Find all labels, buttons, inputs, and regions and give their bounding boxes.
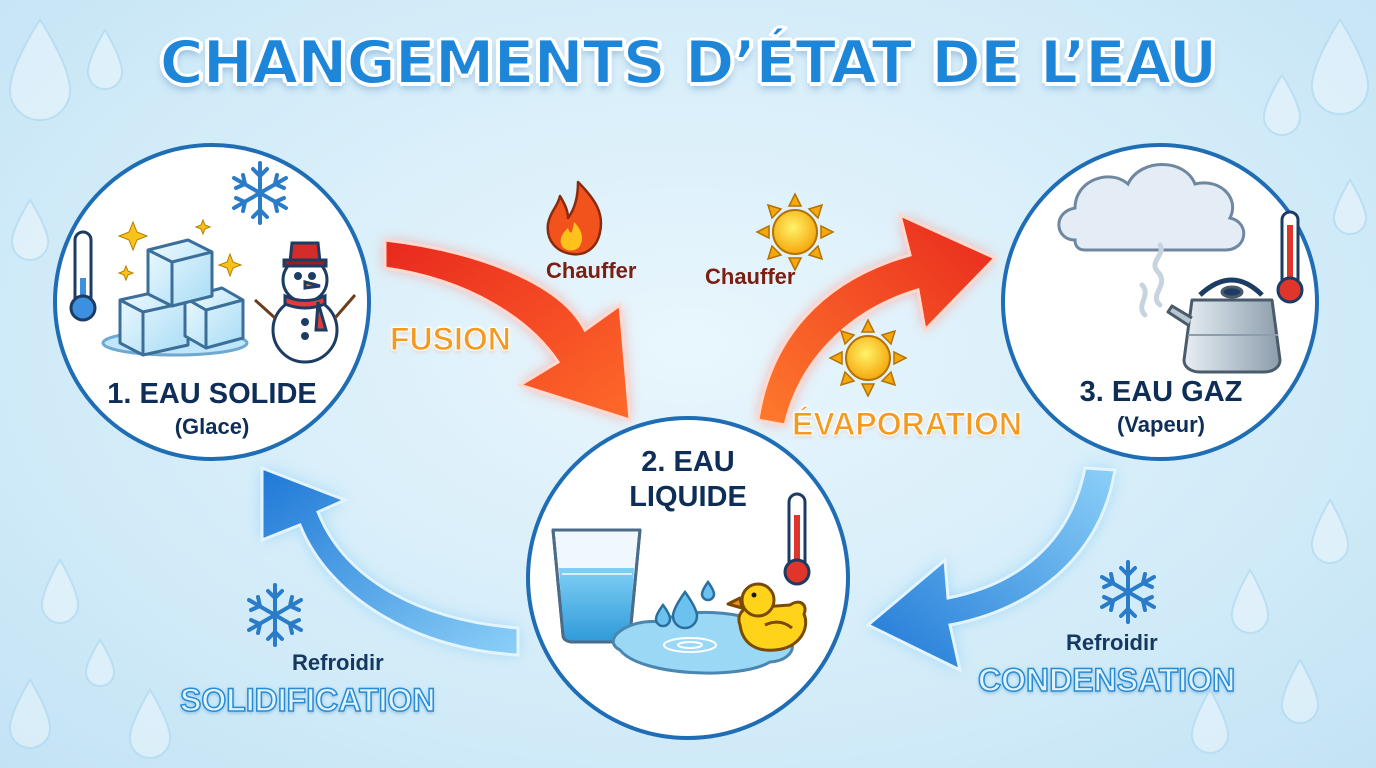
- arrow-fusion: [383, 238, 632, 423]
- arrow-evaporation: [756, 212, 998, 427]
- condensation-action-label: Refroidir: [1066, 630, 1158, 655]
- water-drop-icon: [1230, 568, 1270, 634]
- water-drop-icon: [1262, 73, 1302, 136]
- water-drop-icon: [1310, 498, 1350, 564]
- water-drop-icon: [1310, 18, 1370, 115]
- fusion-action-label: Chauffer: [546, 258, 637, 283]
- snowflake-icon: [232, 161, 288, 225]
- steam-icon: [1139, 242, 1165, 318]
- arrow-condensation: [865, 466, 1117, 673]
- water-drop-icon: [10, 198, 50, 261]
- water-drop-icon: [8, 18, 72, 121]
- sun-icon: [755, 192, 835, 272]
- solidification-action-label: Refroidir: [292, 650, 384, 675]
- evaporation-action-label: Chauffer: [705, 264, 796, 289]
- kettle-icon: [1166, 277, 1282, 374]
- snowflake-icon: [247, 583, 303, 647]
- ice-cubes-icon: [101, 238, 249, 357]
- sparkle-icons: [117, 218, 243, 282]
- state-gas-sub: (Vapeur): [1116, 412, 1206, 437]
- water-drop-icon: [128, 688, 172, 759]
- water-drop-icon: [654, 579, 716, 630]
- condensation-process-label: CONDENSATION: [977, 661, 1236, 699]
- state-solid-sub: (Glace): [174, 414, 250, 439]
- water-drop-icon: [8, 678, 52, 749]
- flame-icon: [546, 180, 603, 256]
- sun-icon: [828, 318, 908, 398]
- water-drop-icon: [1280, 658, 1320, 724]
- glass-of-water-icon: [551, 528, 642, 644]
- rubber-duck-icon: [726, 582, 808, 652]
- water-drop-icon: [40, 558, 80, 624]
- water-drop-icon: [84, 638, 116, 687]
- water-drop-icon: [1190, 688, 1230, 754]
- solidification-process-label: SOLIDIFICATION: [179, 681, 436, 719]
- background-drops: [8, 18, 1370, 759]
- thermometer-cold-icon: [69, 230, 97, 322]
- state-liquid-name-line1: 2. EAU: [641, 446, 735, 478]
- arrow-solidification: [260, 465, 520, 657]
- water-drop-icon: [86, 28, 124, 90]
- thermometer-hot-icon: [783, 492, 811, 586]
- state-liquid-name-line2: LIQUIDE: [629, 481, 747, 513]
- fusion-process-label: FUSION: [390, 321, 512, 358]
- state-gas-name: 3. EAU GAZ: [1079, 376, 1243, 408]
- cloud-icon: [1057, 163, 1246, 252]
- water-drop-icon: [1332, 178, 1368, 235]
- state-solid-name: 1. EAU SOLIDE: [107, 378, 317, 410]
- snowman-icon: [253, 241, 357, 364]
- page-title: CHANGEMENTS D’ÉTAT DE L’EAU: [159, 27, 1219, 99]
- thermometer-hot-icon: [1276, 210, 1304, 304]
- evaporation-process-label: ÉVAPORATION: [792, 406, 1023, 443]
- snowflake-icon: [1100, 560, 1156, 624]
